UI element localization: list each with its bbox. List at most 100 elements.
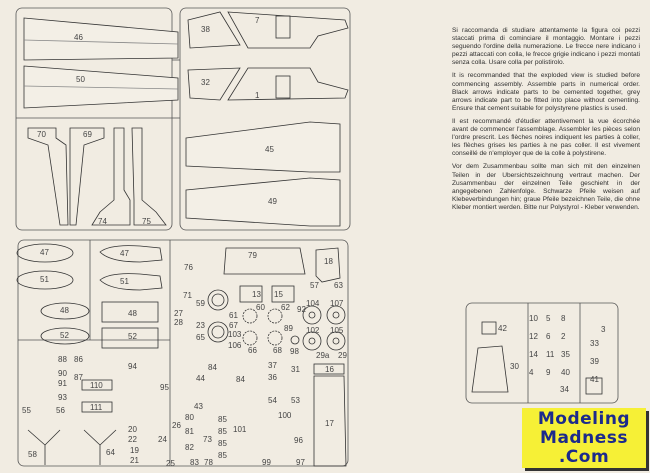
part-label-74: 74 (98, 217, 107, 226)
part-label-101: 101 (233, 425, 247, 434)
wing-part-50 (23, 65, 179, 109)
part-label-26: 26 (172, 421, 181, 430)
part-label-8: 8 (561, 314, 566, 323)
part-label-52a: 52 (60, 331, 69, 340)
part-16 (313, 363, 345, 375)
fuselage-part-7 (227, 11, 349, 49)
part-label-33: 33 (590, 339, 599, 348)
part-label-18: 18 (324, 257, 333, 266)
part-label-31: 31 (291, 365, 300, 374)
part-label-69: 69 (83, 130, 92, 139)
part-label-78: 78 (204, 458, 213, 467)
part-label-28: 28 (174, 318, 183, 327)
wheel-part-107 (326, 305, 346, 325)
part-label-15: 15 (274, 290, 283, 299)
part-label-19: 19 (130, 446, 139, 455)
part-label-9: 9 (546, 368, 551, 377)
part-label-47a: 47 (40, 248, 49, 257)
part-label-93: 93 (58, 393, 67, 402)
part-label-100: 100 (278, 411, 292, 420)
part-label-24: 24 (158, 435, 167, 444)
part-label-48a: 48 (60, 306, 69, 315)
part-label-99: 99 (262, 458, 271, 467)
part-label-49: 49 (268, 197, 277, 206)
part-label-60: 60 (256, 303, 265, 312)
part-label-87: 87 (74, 373, 83, 382)
part-label-57: 57 (310, 281, 319, 290)
part-label-39: 39 (590, 357, 599, 366)
wing-part-46 (23, 17, 179, 61)
part-label-102: 102 (306, 326, 320, 335)
part-label-106: 106 (228, 341, 242, 350)
part-label-104: 104 (306, 299, 320, 308)
part-label-44: 44 (196, 374, 205, 383)
part-label-32: 32 (201, 78, 210, 87)
modeling-madness-logo: Modeling Madness .Com (522, 408, 646, 468)
wheel-part-104 (302, 305, 322, 325)
panel-part-79 (223, 247, 306, 275)
part-label-97: 97 (296, 458, 305, 467)
part-label-29a: 29a (316, 351, 330, 360)
door-part-17 (313, 375, 347, 467)
part-label-35: 35 (561, 350, 570, 359)
part-label-103: 103 (228, 330, 242, 339)
part-label-54: 54 (268, 396, 277, 405)
part-label-17: 17 (325, 419, 334, 428)
part-label-43: 43 (194, 402, 203, 411)
sprue-frame-lower-right (465, 302, 619, 404)
part-label-64: 64 (106, 448, 115, 457)
wing-part-45 (185, 121, 341, 173)
nacelle-part-51b (99, 273, 163, 291)
part-label-79: 79 (248, 251, 257, 260)
part-label-65: 65 (196, 333, 205, 342)
part-label-91: 91 (58, 379, 67, 388)
propeller-part-58 (27, 429, 61, 465)
fuselage-part-1 (227, 67, 349, 101)
part-label-41: 41 (590, 375, 599, 384)
part-label-42: 42 (498, 324, 507, 333)
part-42 (481, 321, 497, 335)
part-label-46: 46 (74, 33, 83, 42)
instructions-english: It is recommanded that the exploded view… (452, 72, 640, 112)
part-label-80: 80 (185, 413, 194, 422)
part-label-6: 6 (546, 332, 551, 341)
engine-part-62 (267, 308, 283, 324)
part-label-110: 110 (90, 381, 103, 390)
part-label-4: 4 (529, 368, 534, 377)
nacelle-part-52b (101, 327, 159, 349)
part-label-51b: 51 (120, 277, 129, 286)
part-label-38: 38 (201, 25, 210, 34)
part-label-75: 75 (142, 217, 151, 226)
part-110 (81, 379, 113, 391)
part-label-88: 88 (58, 355, 67, 364)
strut-part-70 (27, 127, 69, 226)
part-label-34: 34 (560, 385, 569, 394)
part-label-36: 36 (268, 373, 277, 382)
part-label-63: 63 (334, 281, 343, 290)
part-label-71: 71 (183, 291, 192, 300)
nacelle-part-48a (40, 302, 90, 320)
engine-part-66 (242, 330, 258, 346)
sprue-frame-upper-right (179, 7, 351, 231)
nacelle-part-48b (101, 301, 159, 323)
part-label-56: 56 (56, 406, 65, 415)
part-label-45: 45 (265, 145, 274, 154)
part-label-61: 61 (229, 311, 238, 320)
part-label-10: 10 (529, 314, 538, 323)
part-label-50: 50 (76, 75, 85, 84)
sprue-frame-lower-left (17, 239, 349, 467)
instructions-french: Il est recommandé d'étudier attentivemen… (452, 117, 640, 158)
part-label-55: 55 (22, 406, 31, 415)
part-label-37: 37 (268, 361, 277, 370)
part-label-47b: 47 (120, 249, 129, 258)
logo-line-2: Madness (540, 428, 628, 448)
instructions-italian: Si raccomanda di studiare attentamente l… (452, 27, 640, 67)
part-label-107: 107 (330, 299, 344, 308)
part-label-68: 68 (273, 346, 282, 355)
nacelle-part-47a (16, 243, 74, 263)
part-label-85b: 85 (218, 427, 227, 436)
instructions-german: Vor dem Zusammenbau sollte man sich mit … (452, 163, 640, 211)
part-label-70: 70 (37, 130, 46, 139)
part-98 (290, 335, 300, 345)
part-label-21: 21 (130, 456, 139, 465)
